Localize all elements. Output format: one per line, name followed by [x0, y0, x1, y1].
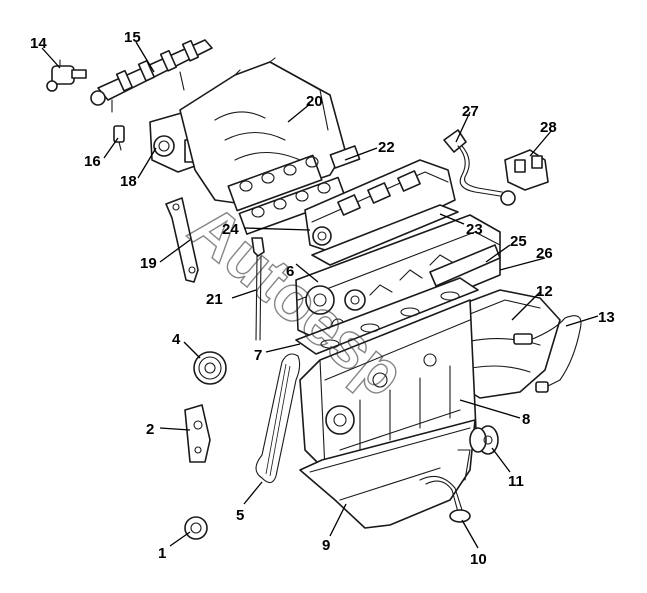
part-cover-gasket [311, 204, 459, 266]
part-valve-cover [304, 159, 456, 256]
part-small-sensor [113, 125, 125, 151]
part-oil-pickup [419, 449, 471, 523]
callout-23: 23 [466, 221, 483, 238]
callout-25: 25 [510, 233, 527, 250]
callout-1: 1 [158, 545, 166, 562]
callouts: 14 15 16 18 20 22 27 28 19 24 23 25 26 2… [30, 29, 615, 568]
callout-24: 24 [222, 221, 239, 238]
callout-7: 7 [254, 347, 262, 364]
callout-10: 10 [470, 551, 487, 568]
callout-21: 21 [206, 291, 223, 308]
callout-27: 27 [462, 103, 479, 120]
callout-6: 6 [286, 263, 294, 280]
part-dipstick-tube [251, 237, 265, 341]
callout-28: 28 [540, 119, 557, 136]
callout-13: 13 [598, 309, 615, 326]
part-head-gasket [295, 277, 479, 355]
part-oil-filter-flange [469, 425, 499, 455]
callout-20: 20 [306, 93, 323, 110]
part-pressure-regulator [46, 59, 87, 92]
part-intake-gasket [238, 145, 361, 235]
callout-11: 11 [508, 473, 524, 490]
callout-5: 5 [236, 507, 244, 524]
callout-19: 19 [140, 255, 157, 272]
part-bracket [165, 197, 199, 283]
callout-4: 4 [172, 331, 181, 348]
callout-16: 16 [84, 153, 101, 170]
callout-14: 14 [30, 35, 47, 52]
callout-8: 8 [522, 411, 530, 428]
part-fuel-rail [90, 39, 213, 113]
part-intake-manifold [179, 57, 346, 212]
callout-2: 2 [146, 421, 154, 438]
callout-9: 9 [322, 537, 330, 554]
part-cylinder-head [295, 214, 501, 346]
part-crank-sprocket [184, 516, 208, 540]
part-sensor-unit [504, 149, 549, 191]
callout-18: 18 [120, 173, 137, 190]
part-exhaust-gasket [429, 244, 501, 287]
part-oil-pan [299, 419, 476, 529]
part-cam-sprocket [193, 351, 227, 385]
part-timing-chain [255, 353, 301, 484]
part-pipe-assembly [443, 129, 516, 206]
callout-12: 12 [536, 283, 553, 300]
leader-lines [41, 41, 599, 549]
callout-26: 26 [536, 245, 553, 262]
part-chain-tensioner [184, 404, 211, 463]
callout-22: 22 [378, 139, 395, 156]
part-lambda-sensor [513, 315, 582, 393]
callout-15: 15 [124, 29, 141, 46]
